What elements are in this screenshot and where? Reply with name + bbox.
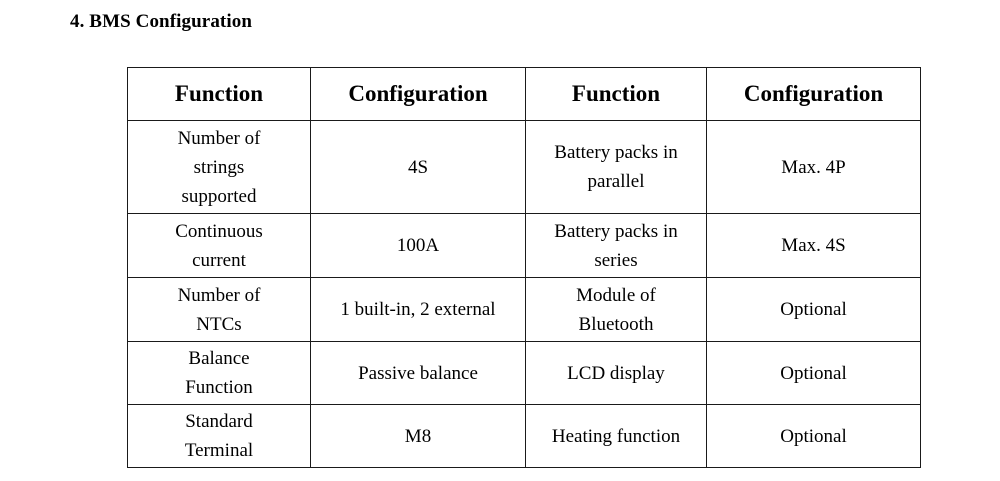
cell-function-right: Battery packs in parallel xyxy=(525,120,707,214)
cell-text: Optional xyxy=(780,362,847,384)
cell-text: Continuous current xyxy=(175,220,263,271)
column-header-function-right: Function xyxy=(525,67,707,121)
cell-configuration-right: Optional xyxy=(706,404,921,468)
cell-text: 4S xyxy=(407,156,429,178)
cell-text: 100A xyxy=(396,235,440,256)
cell-text: Balance Function xyxy=(185,348,253,398)
cell-text: Optional xyxy=(780,425,847,447)
cell-configuration-right: Max. 4S xyxy=(706,213,921,278)
column-header-configuration-right: Configuration xyxy=(706,67,921,121)
page-title: 4. BMS Configuration xyxy=(70,11,252,32)
cell-function-right: Battery packs in series xyxy=(525,213,707,278)
cell-text: 1 built-in, 2 external xyxy=(340,299,496,320)
cell-text: Max. 4P xyxy=(781,156,846,178)
cell-configuration-left: 100A xyxy=(310,213,526,278)
bms-configuration-table-container: Function Configuration Function Configur… xyxy=(127,67,921,468)
cell-function-left: Standard Terminal xyxy=(127,404,311,468)
bms-configuration-table: Function Configuration Function Configur… xyxy=(127,67,921,468)
cell-function-left: Number of NTCs xyxy=(127,277,311,342)
cell-function-left: Balance Function xyxy=(127,341,311,405)
cell-function-right: Heating function xyxy=(525,404,707,468)
cell-text: Battery packs in series xyxy=(554,220,678,271)
cell-text: Optional xyxy=(780,299,847,320)
cell-text: M8 xyxy=(404,425,432,447)
column-header-configuration-left: Configuration xyxy=(310,67,526,121)
table-header: Function Configuration Function Configur… xyxy=(127,67,921,121)
cell-text: Heating function xyxy=(551,425,681,447)
cell-configuration-right: Max. 4P xyxy=(706,120,921,214)
cell-configuration-left: 4S xyxy=(310,120,526,214)
cell-text: Module of Bluetooth xyxy=(576,284,656,335)
cell-text: Standard Terminal xyxy=(184,411,254,461)
cell-configuration-right: Optional xyxy=(706,277,921,342)
cell-configuration-left: Passive balance xyxy=(310,341,526,405)
table-body: Number of strings supported 4S Battery p… xyxy=(127,120,921,468)
cell-configuration-right: Optional xyxy=(706,341,921,405)
cell-text: Number of NTCs xyxy=(177,284,261,335)
cell-configuration-left: 1 built-in, 2 external xyxy=(310,277,526,342)
table-header-row: Function Configuration Function Configur… xyxy=(127,67,921,121)
table-row: Number of strings supported 4S Battery p… xyxy=(127,120,921,214)
cell-text: Passive balance xyxy=(358,362,478,384)
cell-function-right: LCD display xyxy=(525,341,707,405)
cell-function-left: Number of strings supported xyxy=(127,120,311,214)
table-row: Number of NTCs 1 built-in, 2 external Mo… xyxy=(127,277,921,342)
table-row: Standard Terminal M8 Heating function Op… xyxy=(127,404,921,468)
cell-text: LCD display xyxy=(567,362,665,384)
cell-text: Number of strings supported xyxy=(177,127,261,207)
cell-function-right: Module of Bluetooth xyxy=(525,277,707,342)
cell-function-left: Continuous current xyxy=(127,213,311,278)
cell-text: Max. 4S xyxy=(781,235,846,256)
table-row: Continuous current 100A Battery packs in… xyxy=(127,213,921,278)
cell-configuration-left: M8 xyxy=(310,404,526,468)
table-row: Balance Function Passive balance LCD dis… xyxy=(127,341,921,405)
column-header-function-left: Function xyxy=(127,67,311,121)
cell-text: Battery packs in parallel xyxy=(554,142,678,192)
